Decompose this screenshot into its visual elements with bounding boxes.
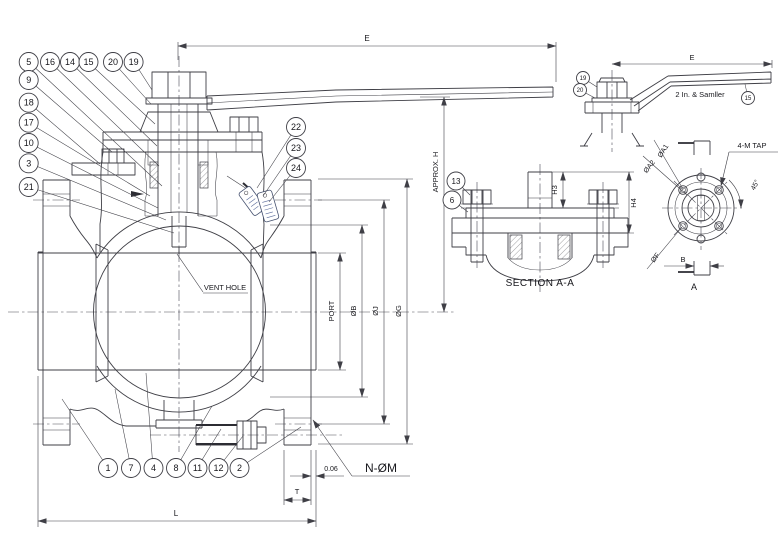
callout-number: 16 [45,57,55,67]
dim-label-port: PORT [327,300,336,321]
label-bolt-holes: N-ØM [365,461,397,475]
callout-number: 20 [577,88,584,94]
callout-number: 10 [24,138,34,148]
callout-number: 14 [65,57,75,67]
callout-number: 2 [237,463,242,473]
stem-packing-right [199,161,209,189]
callout-number: 3 [26,158,31,168]
section-arrow-label: A [691,282,697,292]
label-vent-hole: VENT HOLE [204,283,246,292]
tapped-holes [678,172,724,244]
section-seal-left [509,234,523,260]
drain-plug [195,420,267,450]
vent-arrow-marker [131,191,144,197]
dim-label-h3: H3 [550,185,559,195]
gland-bolt [229,116,259,133]
dim-label-raised-face: 0.06 [324,466,338,473]
dim-label-a1: ØA1 [657,143,670,159]
callout-balloons-mid: 22 23 24 [286,117,306,178]
callout-number: 22 [291,122,301,132]
detail-size-note: 2 In. & Samller [675,90,725,99]
section-title: SECTION A-A [506,278,575,289]
callout-number: 6 [450,196,455,205]
pad-bolt [101,148,125,164]
callout-number: 4 [151,463,156,473]
gland-flange [139,111,219,133]
callout-balloons-bottom: 1 7 4 8 11 12 2 [98,458,250,478]
callout-number: 11 [193,463,202,473]
dim-label-f: ØF [650,252,662,264]
tag-2 [256,189,280,223]
callout-number: 5 [26,57,31,67]
stem-packing-left [149,161,159,189]
callout-number: 1 [105,463,110,473]
detail-view-small-valve: E 2 In. & Samller 19 20 15 [573,53,773,152]
section-cut-marks [678,142,694,273]
callout-number: 12 [213,463,223,473]
dim-label-dia-g: ØG [394,305,403,317]
callout-number: 7 [128,463,133,473]
callout-number: 24 [291,163,301,173]
callout-number: 9 [26,75,31,85]
dim-label-l: L [174,509,179,518]
callout-number: 23 [291,143,301,153]
ball [93,225,266,399]
dim-label-45deg: 45° [749,178,761,191]
dim-label-dia-j: ØJ [371,306,380,316]
callout-number: 13 [452,177,461,186]
dim-label-t: T [295,487,300,496]
callout-number: 21 [24,182,34,192]
callout-number: 15 [83,57,93,67]
stem-nut [151,71,207,99]
callout-number: 19 [580,76,587,82]
dim-label-a2: ØA2 [643,159,657,174]
callout-number: 19 [129,57,139,67]
dim-label-h4: H4 [629,198,638,208]
centerlines [8,56,455,452]
dim-label-b: B [680,255,685,264]
section-aa-view: H3 H4 13 6 SECTION A-A [442,164,638,292]
callout-number: 17 [24,118,34,128]
callout-balloons-top: 5 16 14 15 20 19 [18,52,144,72]
name-tags [226,175,280,223]
dim-label-approx-h: APPROX. H [431,152,440,193]
callout-balloons-left: 9 18 17 10 3 21 [18,70,39,197]
handle-lever [206,86,554,111]
mounting-pad-top-view: A 4-M TAP ØA1 ØA2 ØF 45° B [643,139,778,292]
main-view-dimensions: E APPROX. H PORT ØB ØJ ØG L T 0.06 [37,34,557,527]
callout-number: 15 [745,96,752,102]
detail-dim-label-e: E [689,53,694,62]
callout-number: 20 [108,57,118,67]
dim-label-dia-b: ØB [349,306,358,317]
label-4m-tap: 4-M TAP [738,141,767,150]
main-view-callouts: 5 16 14 15 20 19 9 18 17 10 3 21 22 23 2… [18,52,306,478]
callout-number: 8 [173,463,178,473]
callout-number: 18 [24,98,34,108]
dim-label-e: E [364,34,369,43]
stem-slot [697,195,705,221]
section-seal-right [557,234,571,260]
